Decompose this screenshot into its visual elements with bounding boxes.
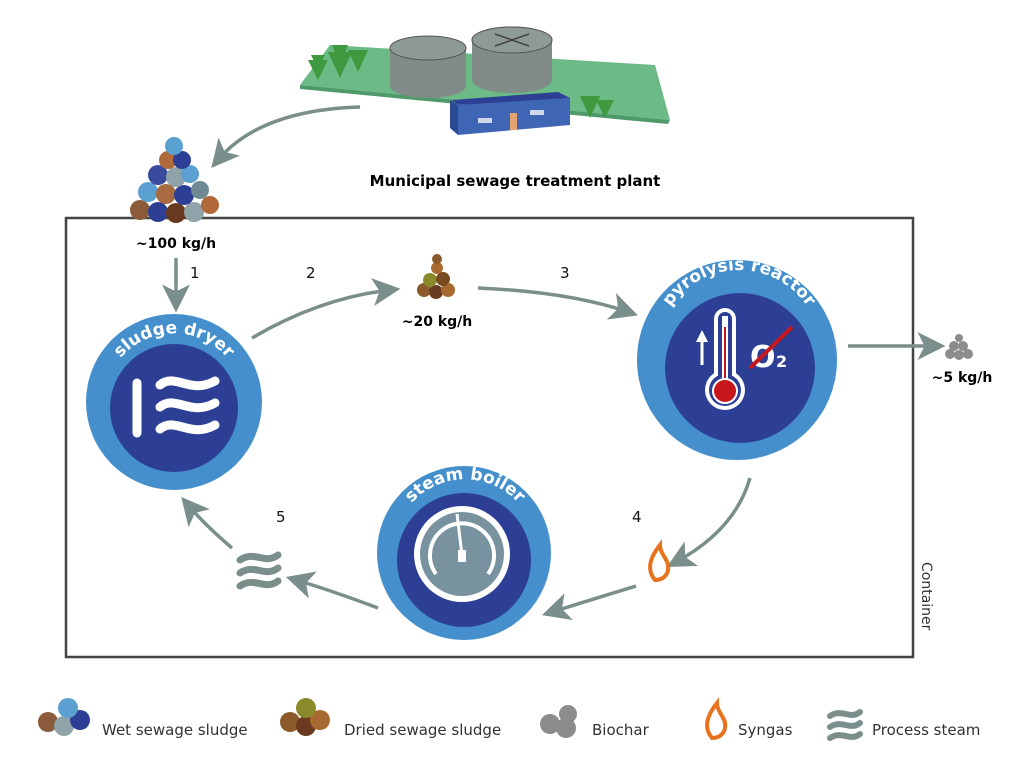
step-1-label: 1 bbox=[190, 264, 200, 282]
svg-text:Wet sewage sludge: Wet sewage sludge bbox=[102, 721, 248, 739]
dried-sludge-pile bbox=[417, 254, 455, 299]
heat-waves-icon bbox=[132, 376, 220, 438]
legend: Wet sewage sludge Dried sewage sludge Bi… bbox=[38, 697, 980, 741]
arrow-step-2 bbox=[251, 278, 401, 340]
arrow-syngas-to-boiler bbox=[541, 584, 637, 621]
biochar-flow-rate: ~5 kg/h bbox=[932, 370, 993, 386]
arrow-boiler-to-steam bbox=[285, 571, 379, 610]
arrow-up-icon bbox=[696, 330, 708, 365]
svg-text:2: 2 bbox=[776, 352, 787, 371]
step-3-label: 3 bbox=[560, 264, 570, 282]
sludge-dryer-unit: sludge dryer bbox=[86, 314, 262, 490]
pyrolysis-reactor-unit: pyrolysis reactor O 2 bbox=[637, 255, 837, 460]
svg-text:Syngas: Syngas bbox=[738, 721, 793, 739]
wet-flow-rate: ~100 kg/h bbox=[136, 236, 216, 252]
legend-item-biochar: Biochar bbox=[540, 705, 650, 739]
wet-sludge-icon bbox=[38, 698, 90, 736]
flow-arrows bbox=[162, 105, 946, 621]
legend-item-dried-sludge: Dried sewage sludge bbox=[280, 698, 501, 739]
sewage-plant-illustration bbox=[300, 26, 670, 135]
pressure-gauge-icon bbox=[414, 506, 510, 602]
dried-sludge-icon bbox=[280, 698, 330, 736]
dried-flow-rate: ~20 kg/h bbox=[402, 314, 473, 330]
step-2-label: 2 bbox=[306, 264, 316, 282]
flame-icon bbox=[705, 697, 728, 741]
container-box bbox=[64, 216, 915, 659]
thermometer-icon bbox=[705, 308, 745, 410]
arrow-step-3 bbox=[477, 286, 638, 320]
arrow-step-4 bbox=[666, 477, 752, 568]
biochar-pile bbox=[945, 334, 973, 360]
svg-text:Biochar: Biochar bbox=[592, 721, 650, 739]
process-steam-icon bbox=[236, 551, 282, 590]
no-oxygen-icon: O 2 bbox=[748, 325, 794, 375]
biochar-icon bbox=[540, 705, 577, 738]
arrow-step-5 bbox=[181, 497, 234, 550]
step-5-label: 5 bbox=[276, 508, 286, 526]
steam-icon bbox=[827, 709, 863, 741]
svg-text:Dried sewage sludge: Dried sewage sludge bbox=[344, 721, 501, 739]
legend-item-wet-sludge: Wet sewage sludge bbox=[38, 698, 248, 739]
arrow-plant-to-sludge bbox=[211, 105, 361, 169]
container-label: Container bbox=[918, 562, 934, 631]
syngas-flame-icon bbox=[648, 539, 671, 583]
steam-boiler-unit: steam boiler bbox=[377, 464, 551, 640]
step-4-label: 4 bbox=[632, 508, 642, 526]
legend-item-syngas: Syngas bbox=[705, 697, 793, 741]
plant-label: Municipal sewage treatment plant bbox=[370, 172, 661, 190]
legend-item-process-steam: Process steam bbox=[827, 709, 980, 741]
wet-sludge-pile bbox=[130, 137, 219, 223]
svg-text:Process steam: Process steam bbox=[872, 721, 980, 739]
